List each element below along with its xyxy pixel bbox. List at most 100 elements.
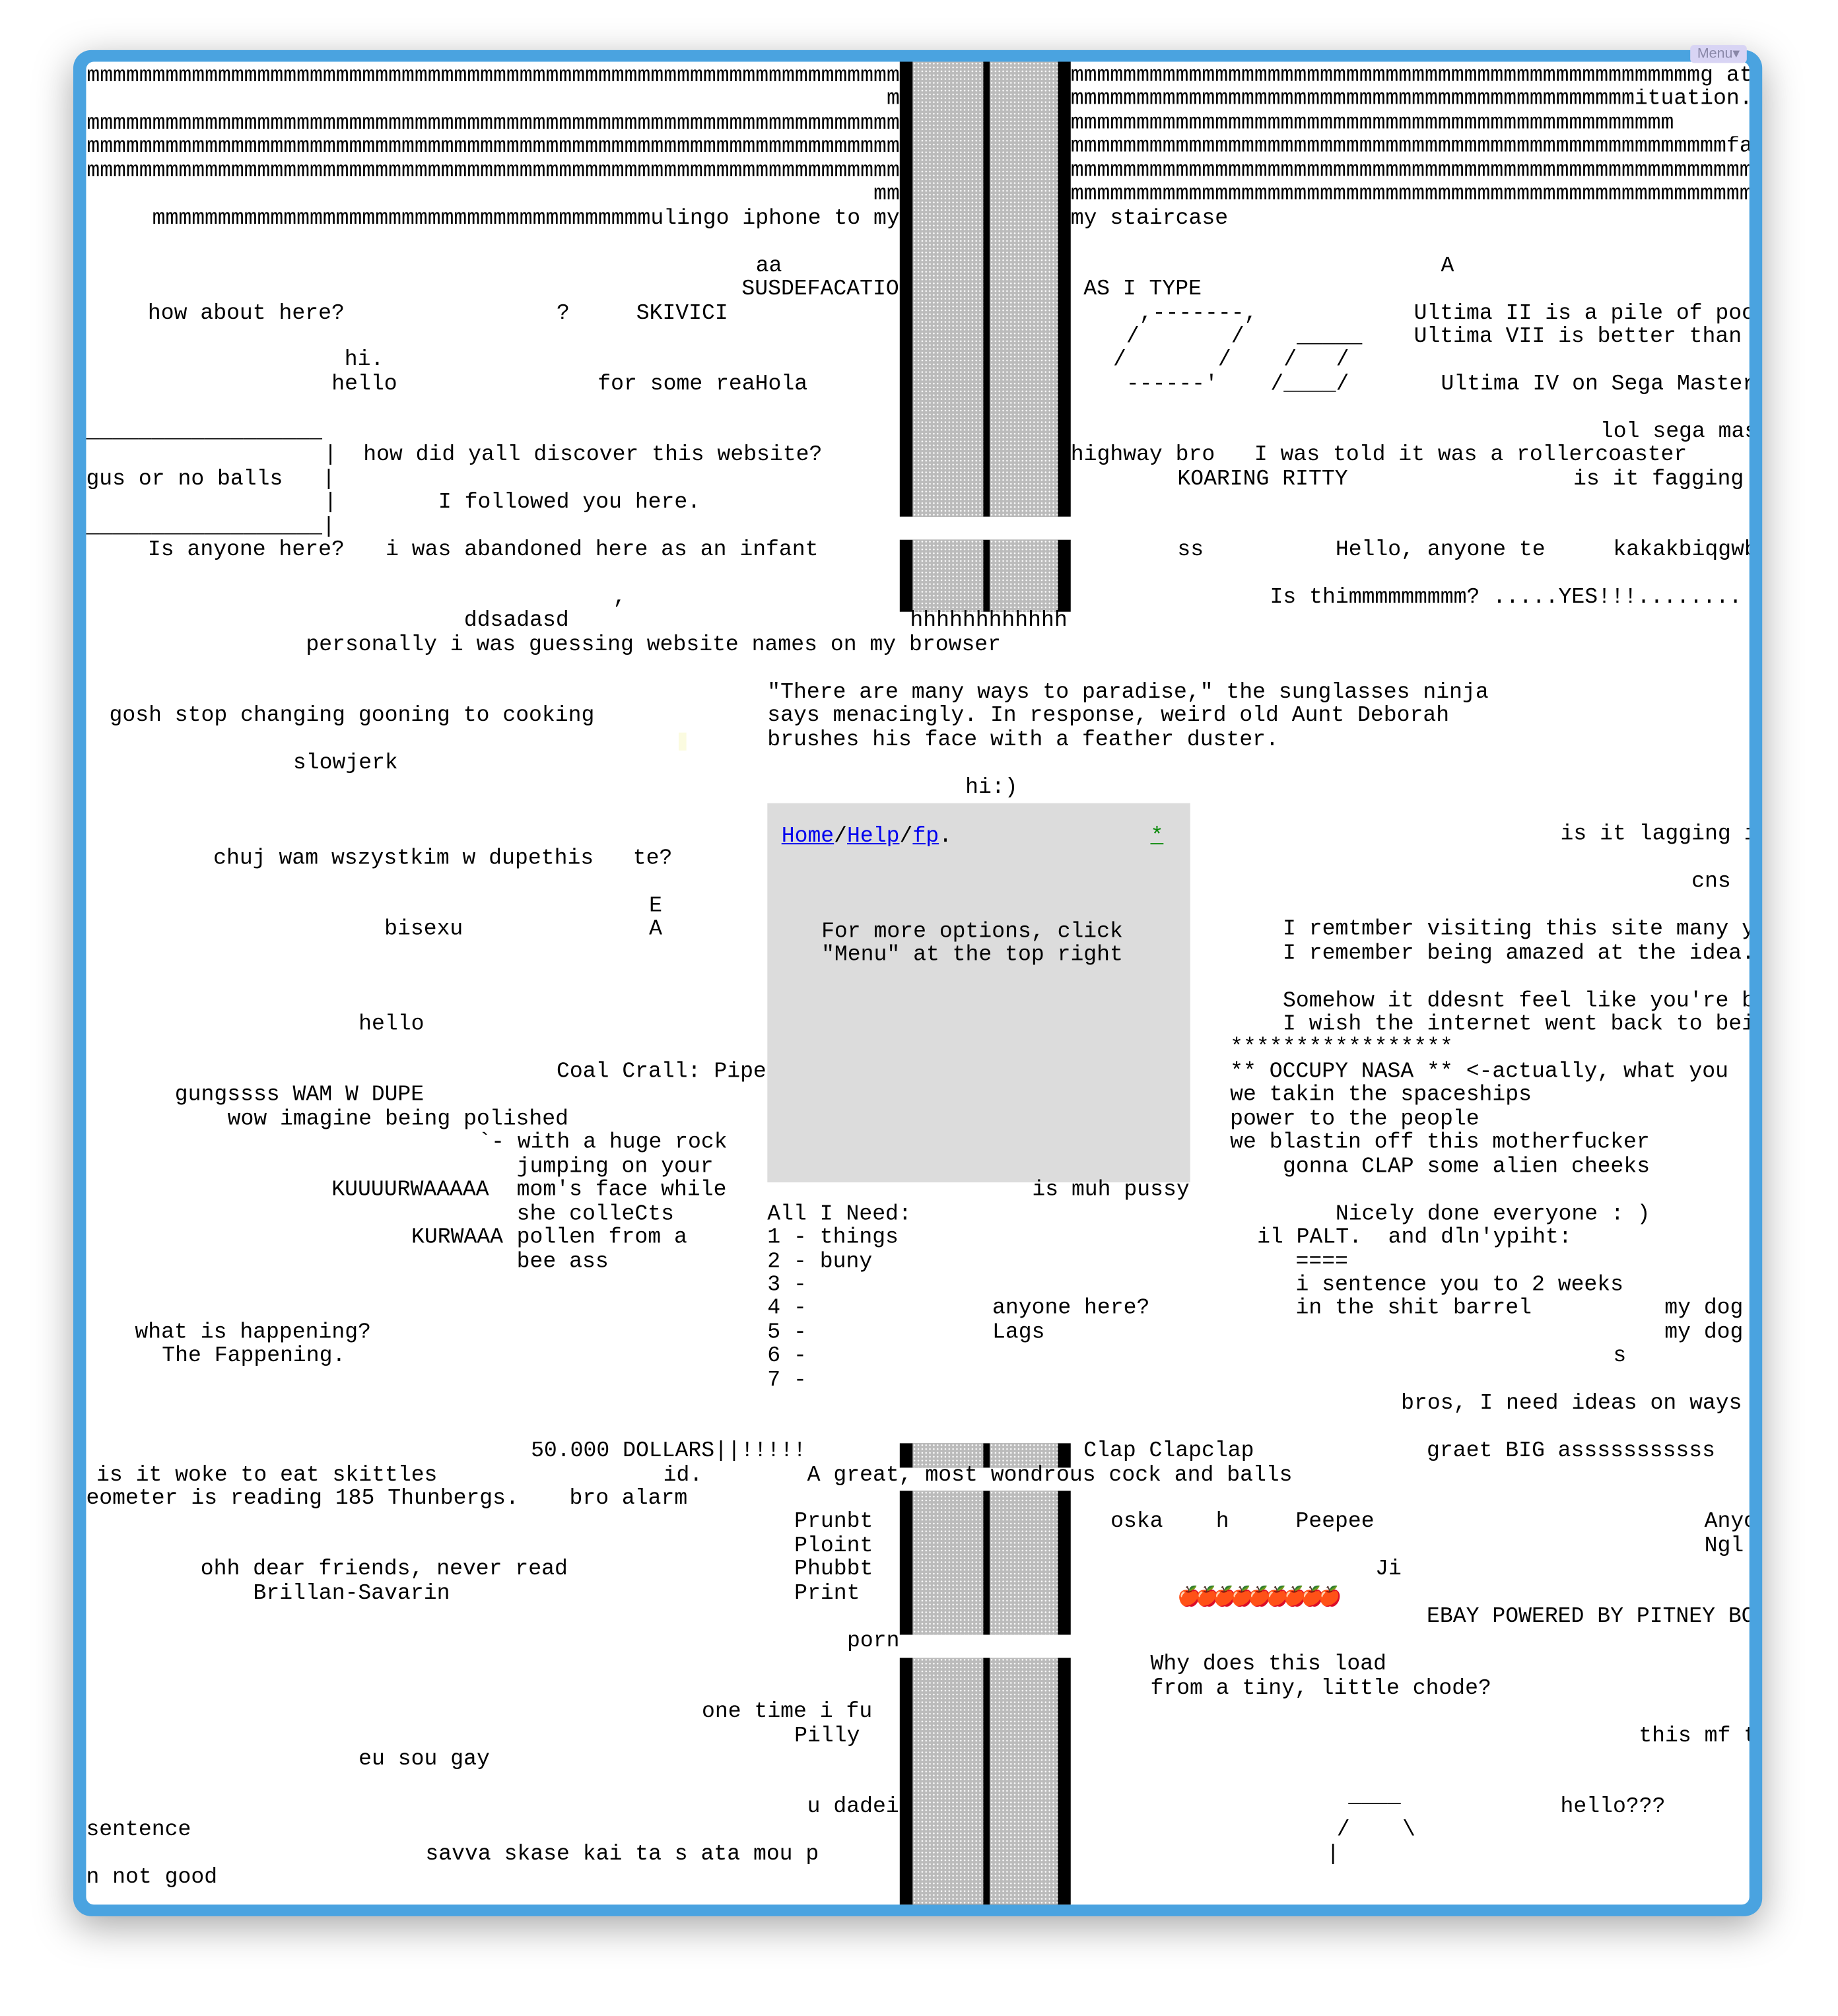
help-message: For more options, click "Menu" at the to…: [821, 920, 1123, 968]
world-text-fragment: hello???: [1560, 1795, 1666, 1820]
world-text-fragment: u dadei: [807, 1795, 899, 1820]
mline-left: mmmmmmmmmmmmmmmmmmmmmmmmmmmmmmmmmmmmmmmm…: [86, 137, 899, 160]
world-text-fragment: ss: [1177, 538, 1204, 563]
world-text-fragment: 50.000 DOLLARS||!!!!!: [531, 1439, 807, 1464]
world-text-fragment: A great, most wondrous cock and balls: [807, 1463, 1293, 1488]
world-text-fragment: I remember being amazed at the idea.: [1283, 941, 1750, 966]
world-text-fragment: Prunbt: [794, 1510, 873, 1535]
world-text-fragment: I followed you here.: [438, 490, 701, 516]
mline-text: mmmmmmmmmmmmmmmmmmmmmmmmmmmmmmmmmmmmmmmm…: [86, 137, 900, 160]
world-text-fragment: hello: [331, 372, 397, 397]
world-text-fragment: personally i was guessing website names …: [306, 633, 1002, 658]
world-text-fragment: ====: [1295, 1250, 1348, 1275]
world-text-fragment: anyone here?: [992, 1297, 1150, 1322]
menu-button[interactable]: Menu▾: [1690, 45, 1747, 63]
world-text-fragment: power to the people: [1230, 1107, 1480, 1132]
mline-text: mmmmmmmmmmmmmmmmmmmmmmmmmmmmmmmmmmmmmmul…: [152, 207, 900, 231]
world-text-fragment: ____: [1348, 1786, 1401, 1811]
apple-icons: 🍎🍎🍎🍎🍎🍎🍎🍎🍎: [1177, 1587, 1342, 1609]
breadcrumb-help-link[interactable]: Help: [847, 824, 900, 850]
mline-right: mmmmmmmmmmmmmmmmmmmmmmmmmmmmmmmmmmmmmmmm…: [1070, 160, 1750, 184]
world-text-fragment: Ultima VII is better than: [1413, 325, 1742, 350]
world-text-fragment: hello: [358, 1013, 425, 1038]
mline-left: mmmmmmmmmmmmmmmmmmmmmmmmmmmmmmmmmmmmmmmm…: [86, 65, 899, 88]
world-text-fragment: savva skase kai ta s ata mou p: [425, 1842, 819, 1867]
world-text-fragment: highway bro I was told it was a rollerco…: [1070, 444, 1687, 469]
world-text-fragment: chuj wam wszystkim w dupethis te?: [213, 846, 673, 871]
world-text-fragment: kakakbiqgwb: [1613, 538, 1750, 563]
breadcrumb-fp-link[interactable]: fp: [912, 824, 939, 850]
world-text-fragment: she colleCts: [516, 1202, 674, 1227]
world-text-fragment: I wish the internet went back to bei: [1283, 1013, 1750, 1038]
world-text-fragment: Is anyone here?: [147, 538, 345, 563]
world-text-fragment: slowjerk: [292, 752, 398, 777]
world-text-fragment: we blastin off this motherfucker: [1230, 1131, 1650, 1156]
world-text-fragment: in the shit barrel: [1295, 1297, 1532, 1322]
world-text-fragment: The Fappening.: [162, 1345, 346, 1370]
mline-left: mm: [86, 184, 900, 207]
world-text-fragment: Anyo: [1704, 1510, 1750, 1535]
mline-right: my staircase: [1070, 207, 1229, 231]
breadcrumb-home-link[interactable]: Home: [781, 824, 834, 850]
world-text-fragment: says menacingly. In response, weird old …: [767, 704, 1450, 729]
world-text-fragment: Somehow it ddesnt feel like you're b: [1283, 989, 1750, 1014]
world-text-fragment: ?: [557, 301, 570, 326]
world-text-fragment: s: [1613, 1345, 1627, 1370]
world-text-fragment: AS I TYPE: [1083, 277, 1202, 302]
world-text-fragment: pollen from a: [516, 1226, 687, 1251]
world-text-fragment: gungssss WAM W DUPE: [174, 1083, 425, 1108]
world-text-fragment: i sentence you to 2 weeks: [1295, 1273, 1624, 1298]
world-text-fragment: we takin the spaceships: [1230, 1083, 1532, 1108]
world-text-fragment: is it fagging: [1573, 467, 1744, 492]
mline-text: m: [886, 89, 900, 113]
breadcrumb-separator: /: [834, 824, 848, 850]
world-text-fragment: ddsadasd: [463, 609, 569, 634]
world-text-fragment: | how did yall discover this website?: [323, 444, 823, 469]
mline-left: mmmmmmmmmmmmmmmmmmmmmmmmmmmmmmmmmmmmmmmm…: [86, 160, 899, 184]
mline-text: mm: [873, 184, 900, 207]
world-text-fragment: oska: [1110, 1510, 1163, 1535]
world-text-fragment: my dog: [1664, 1321, 1744, 1346]
world-text-fragment: my dog: [1664, 1297, 1744, 1322]
world-text-fragment: SKIVICI: [636, 301, 728, 326]
world-text-fragment: A: [649, 918, 663, 943]
world-text-fragment: Ngl: [1704, 1534, 1744, 1559]
world-text-fragment: Nicely done everyone : ): [1335, 1202, 1651, 1227]
world-text-fragment: I remtmber visiting this site many y: [1283, 918, 1750, 943]
mline-text: mmmmmmmmmmmmmmmmmmmmmmmmmmmmmmmmmmmmmmmm…: [86, 113, 900, 137]
world-text-fragment: for some reaHola: [597, 372, 808, 397]
world-text-fragment: is it woke to eat skittles: [96, 1463, 438, 1488]
world-text-fragment: Ultima II is a pile of poo: [1413, 301, 1750, 326]
world-text-fragment: E: [649, 894, 663, 919]
world-text-fragment: 7 -: [767, 1368, 807, 1393]
world-text-fragment: |: [1326, 1842, 1340, 1867]
world-text-fragment: Is thimmmmmmmmm? .....YES!!!........: [1270, 586, 1742, 611]
world-text-fragment: KOARING RITTY: [1177, 467, 1348, 492]
world-text-fragment: i was abandoned here as an infant: [386, 538, 819, 563]
world-text-fragment: ,: [613, 586, 627, 611]
breadcrumb: Home/Help/fp.: [782, 826, 952, 850]
world-text-fragment: hi:): [965, 775, 1018, 800]
mline-left: m: [86, 89, 900, 113]
world-text-fragment: Lags: [992, 1321, 1045, 1346]
star-link[interactable]: *: [1150, 824, 1164, 850]
text-world-canvas[interactable]: ,-------, / / _____ / / / / ------' /___…: [86, 61, 1750, 1905]
world-text-fragment: gosh stop changing gooning to cooking: [109, 704, 595, 729]
world-text-fragment: Brillan-Savarin: [253, 1582, 450, 1607]
world-text-fragment: bee ass: [516, 1250, 609, 1275]
world-text-fragment: __________________: [86, 420, 322, 445]
world-text-fragment: one time i fu: [702, 1700, 873, 1725]
world-text-fragment: Peepee: [1295, 1510, 1375, 1535]
world-text-fragment: ** OCCUPY NASA ** <-actually, what you: [1230, 1059, 1728, 1085]
world-text-fragment: Hello, anyone te: [1335, 538, 1546, 563]
breadcrumb-separator: /: [899, 824, 913, 850]
world-text-fragment: sentence: [86, 1819, 191, 1844]
world-text-fragment: is muh pussy: [1032, 1178, 1190, 1203]
world-text-fragment: ohh dear friends, never read: [200, 1558, 568, 1583]
world-text-fragment: Ji: [1375, 1558, 1402, 1583]
world-text-fragment: Coal Crall: Pipe: [557, 1059, 766, 1085]
pillar-segment: [899, 1443, 1071, 1468]
world-text-fragment: Clap Clapclap: [1083, 1439, 1254, 1464]
world-text-fragment: n not good: [86, 1866, 218, 1891]
world-text-fragment: eu sou gay: [358, 1747, 490, 1772]
